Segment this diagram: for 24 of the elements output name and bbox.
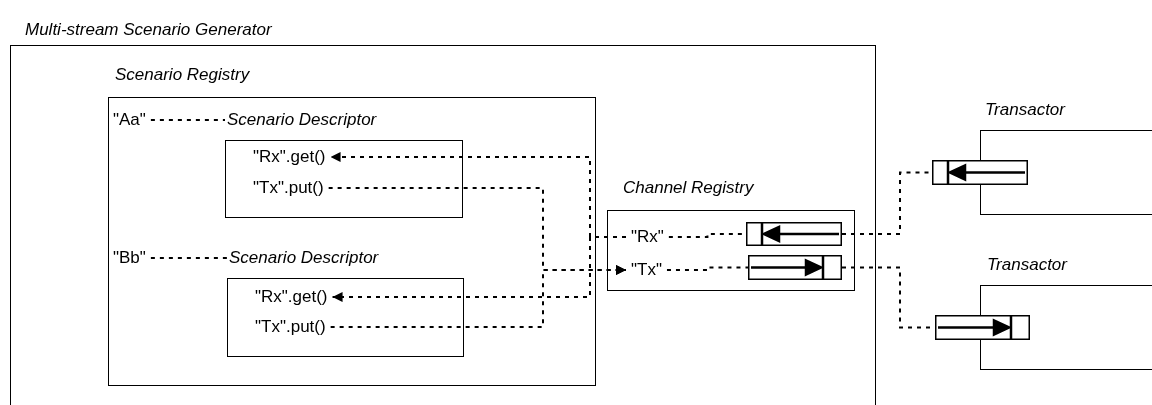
text-label: "Aa"	[108, 109, 151, 131]
queue-symbol	[746, 222, 842, 246]
queue-symbol	[748, 255, 842, 280]
dashed-connector	[149, 257, 228, 259]
text-label: "Rx".get()	[250, 286, 333, 308]
text-label: "Rx"	[626, 226, 669, 248]
text-label: "Tx".put()	[248, 177, 329, 199]
text-label: "Bb"	[108, 247, 151, 269]
group-title: Multi-stream Scenario Generator	[25, 19, 272, 41]
group-title: Transactor	[987, 254, 1067, 276]
text-label: "Rx".get()	[248, 146, 331, 168]
group-title: Scenario Descriptor	[229, 247, 379, 269]
group-title: Scenario Descriptor	[227, 109, 377, 131]
text-label: "Tx".put()	[250, 316, 331, 338]
group-title: Scenario Registry	[115, 64, 250, 86]
group-title: Channel Registry	[623, 177, 754, 199]
group-title: Transactor	[985, 99, 1065, 121]
dashed-connector	[665, 266, 749, 271]
queue-symbol	[935, 315, 1030, 340]
dashed-arrow	[331, 236, 627, 302]
queue-symbol	[932, 160, 1028, 185]
text-label: "Tx"	[626, 259, 667, 281]
dashed-connector	[149, 119, 226, 121]
dashed-arrow	[329, 265, 627, 328]
